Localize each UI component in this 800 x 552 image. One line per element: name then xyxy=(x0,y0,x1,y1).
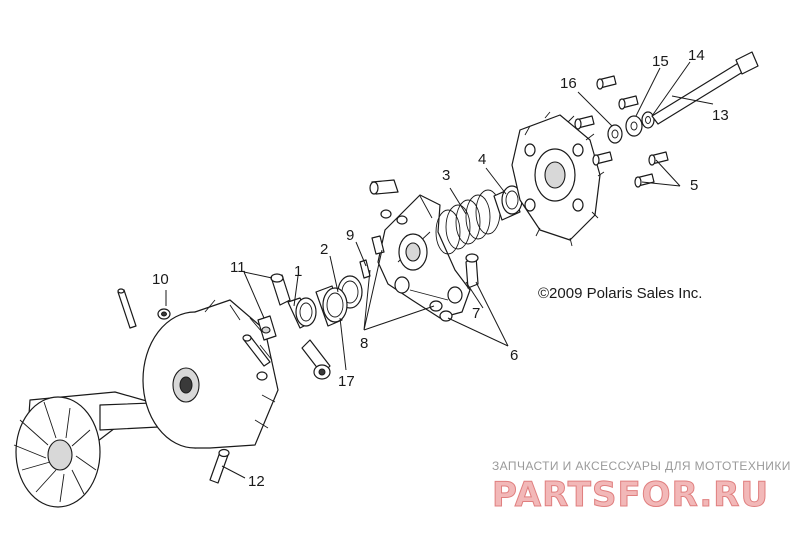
part-17-roller-arm xyxy=(301,339,331,380)
callout-4: 4 xyxy=(478,151,486,168)
part-7-button-pin xyxy=(465,253,479,289)
spider-washer xyxy=(380,209,392,219)
callout-1: 1 xyxy=(294,263,302,280)
spider-casting xyxy=(377,194,471,319)
callout-14: 14 xyxy=(688,47,705,64)
callout-8: 8 xyxy=(360,335,368,352)
callout-17: 17 xyxy=(338,373,355,390)
callout-15: 15 xyxy=(652,53,669,70)
callout-10: 10 xyxy=(152,271,169,288)
sheave-pin xyxy=(117,288,137,329)
callout-12: 12 xyxy=(248,473,265,490)
callout-16: 16 xyxy=(560,75,577,92)
spider-top-pin xyxy=(369,179,399,195)
watermark-tagline: ЗАПЧАСТИ И АКСЕССУАРЫ ДЛЯ МОТОТЕХНИКИ xyxy=(492,459,791,473)
weight-pin xyxy=(242,334,271,367)
part-5-bolts xyxy=(574,75,669,188)
copyright-text: ©2009 Polaris Sales Inc. xyxy=(538,285,702,302)
callout-13: 13 xyxy=(712,107,729,124)
part-9-pins xyxy=(359,235,385,279)
watermark-brand: PARTSFOR.RU xyxy=(492,475,769,515)
part-11-shift-weights xyxy=(257,273,291,341)
part-4-cup xyxy=(493,185,523,221)
part-12-bolt xyxy=(209,448,230,484)
moveable-sheave xyxy=(142,299,279,449)
sheave-nut xyxy=(256,371,268,381)
spider-washer-2 xyxy=(396,215,408,225)
part-16-spacer xyxy=(607,124,623,144)
watermark-logo: ЗАПЧАСТИ И АКСЕССУАРЫ ДЛЯ МОТОТЕХНИКИ PA… xyxy=(492,459,791,516)
part-3-spring xyxy=(435,189,501,255)
part-6-buttons xyxy=(429,300,453,322)
callout-9: 9 xyxy=(346,227,354,244)
callout-5: 5 xyxy=(690,177,698,194)
callout-11: 11 xyxy=(230,259,246,276)
callout-2: 2 xyxy=(320,241,328,258)
part-13-long-bolt xyxy=(651,51,759,125)
part-14-washer xyxy=(641,111,655,129)
clutch-cover xyxy=(511,111,605,247)
callout-7: 7 xyxy=(472,305,480,322)
callout-6: 6 xyxy=(510,347,518,364)
callout-numbers: 10 11 1 2 9 3 4 16 15 14 13 5 7 8 6 17 1… xyxy=(152,47,729,490)
part-10-nut xyxy=(157,308,171,320)
callout-3: 3 xyxy=(442,167,450,184)
part-1-bushing xyxy=(287,297,317,329)
leader-lines xyxy=(165,61,714,479)
spider-bushing xyxy=(315,285,348,327)
part-15-washer xyxy=(625,115,643,137)
